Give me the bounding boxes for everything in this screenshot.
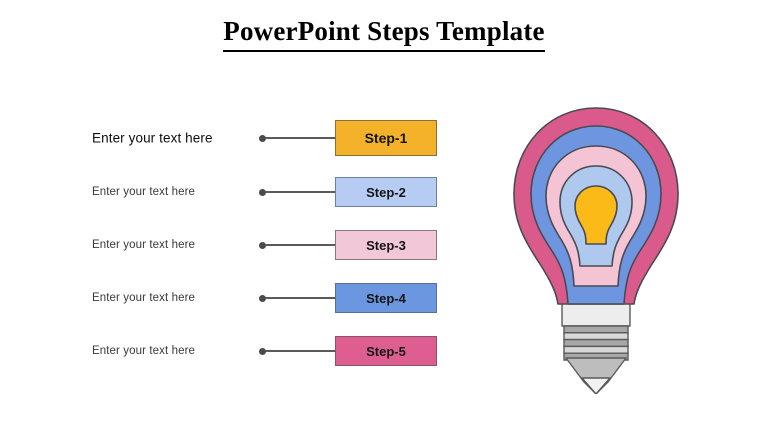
connector-dot-icon [259,347,266,355]
connector-line [265,191,337,193]
bulb-thread-band [563,338,629,348]
bulb-thread-band [563,325,629,334]
connector-line [265,244,337,246]
connector-dot-icon [259,188,266,196]
step-text-placeholder-2[interactable]: Enter your text here [92,186,195,198]
connector-line [265,137,337,139]
step-row: Enter your text here Step-4 [0,278,470,318]
step-row: Enter your text here Step-3 [0,225,470,265]
step-box-2[interactable]: Step-2 [335,177,437,207]
step-row: Enter your text here Step-1 [0,118,470,158]
connector-line [265,350,337,352]
step-text-placeholder-3[interactable]: Enter your text here [92,239,195,251]
bulb-screw-threads [563,325,629,361]
step-box-1[interactable]: Step-1 [335,120,437,156]
page-title: PowerPoint Steps Template [0,16,768,52]
bulb-tip-point [581,377,611,394]
lightbulb-svg [513,107,679,394]
bulb-thread-band [563,345,629,354]
step-text-placeholder-1[interactable]: Enter your text here [92,130,213,146]
connector-dot-icon [259,294,266,302]
step-text-placeholder-4[interactable]: Enter your text here [92,292,195,304]
step-box-3[interactable]: Step-3 [335,230,437,260]
step-box-4[interactable]: Step-4 [335,283,437,313]
lightbulb-illustration [496,104,696,394]
step-text-placeholder-5[interactable]: Enter your text here [92,345,195,357]
step-row: Enter your text here Step-5 [0,331,470,371]
connector-line [265,297,337,299]
bulb-thread-band [563,332,629,341]
page-title-text: PowerPoint Steps Template [223,16,545,52]
connector-dot-icon [259,134,266,142]
bulb-yellow-core [574,185,618,245]
connector-dot-icon [259,241,266,249]
step-box-5[interactable]: Step-5 [335,336,437,366]
step-row: Enter your text here Step-2 [0,172,470,212]
